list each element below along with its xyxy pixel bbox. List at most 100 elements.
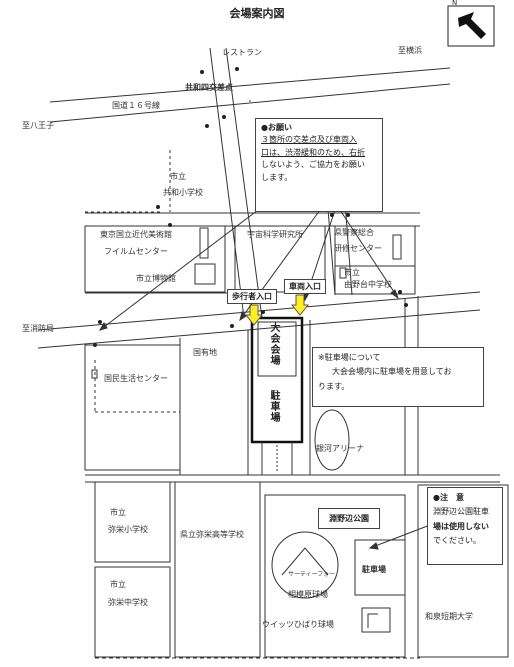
stadium-diamond — [281, 547, 329, 576]
signal-dot — [346, 213, 350, 217]
signal-dot — [398, 290, 402, 294]
label-to-hachioji: 至八王子 — [22, 121, 54, 130]
request-line-2: 口は、渋滞緩和のため、右折 — [261, 147, 365, 157]
park-parking-lot — [354, 539, 406, 596]
signal-dot — [168, 223, 172, 227]
label-route16: 国道１６号線 — [112, 101, 160, 110]
request-arrowhead-1 — [98, 322, 108, 331]
route16-upper-edge — [49, 67, 451, 103]
signal-dot — [205, 124, 209, 128]
label-film-center-2: フイルムセンター — [104, 247, 168, 256]
block-wakou-univ — [417, 484, 509, 658]
label-city-museum: 市立博物館 — [136, 274, 176, 283]
request-arrow-1 — [99, 209, 259, 331]
north-indicator — [447, 5, 495, 47]
label-kyowa-school-2: 共和小学校 — [163, 188, 203, 197]
label-stadium-tag: サーティーフォー — [288, 571, 336, 578]
parking-line-2: 大会会場内に駐車場を用意してお — [332, 367, 452, 377]
label-wakou-univ: 和泉短期大学 — [425, 612, 473, 621]
vehicle-entrance-arrow — [290, 294, 310, 316]
request-heading: ●お願い — [261, 123, 292, 132]
city-museum-building — [194, 263, 216, 285]
label-stadium-name: 相模原球場 — [288, 590, 328, 599]
label-hibari-field: ウイッツひばり球場 — [262, 620, 334, 629]
north-label: N — [452, 0, 458, 7]
label-to-shobo: 至消防局 — [22, 324, 54, 333]
route16-lower-edge — [49, 83, 451, 123]
label-yunodai-1: 市立 — [344, 268, 360, 277]
venue-parking: 駐車場 — [268, 390, 279, 423]
signal-dot — [222, 115, 226, 119]
parking-line-1: ※駐車場について — [318, 353, 381, 362]
label-yasaka-jh-2: 弥栄中学校 — [108, 598, 148, 607]
yunodai-building — [339, 267, 347, 279]
block-yasaka-elementary — [94, 481, 171, 563]
stadium-circle — [271, 531, 339, 599]
label-yasaka-ele-1: 市立 — [110, 508, 126, 517]
caution-notice: ●注 意 淵野辺公園駐車 場は使用しない でください。 — [427, 487, 503, 565]
caution-line-2: 場は使用しない — [433, 521, 489, 531]
shobo-road-upper-edge — [37, 291, 481, 331]
caution-heading: ●注 意 — [433, 493, 464, 502]
label-national-land: 国有地 — [193, 348, 217, 357]
ginga-arena-shape — [314, 409, 350, 471]
block-space-institute — [234, 225, 326, 293]
label-yunodai-2: 由野台中学校 — [344, 280, 392, 289]
block-yasaka-jh — [94, 566, 171, 658]
block-film-center — [84, 225, 226, 293]
label-film-center-1: 東京国立近代美術館 — [100, 230, 172, 239]
label-kyowa-school-1: 市立 — [170, 172, 186, 181]
label-life-center: 国民生活センター — [104, 374, 168, 383]
label-ginga-arena: 銀河アリーナ — [316, 444, 364, 453]
pedestrian-entrance-label: 歩行者入口 — [227, 289, 277, 304]
block-yasaka-high — [174, 481, 261, 658]
vehicle-entrance-label: 車両入口 — [284, 279, 326, 294]
signal-dot — [156, 205, 160, 209]
label-restaurant: レストラン — [222, 48, 262, 57]
hibari-field-marker — [367, 613, 378, 628]
venue-inner-hall — [257, 321, 297, 377]
venue-name: 大会会場 — [268, 322, 279, 366]
signal-dot — [93, 343, 97, 347]
label-yasaka-jh-1: 市立 — [110, 580, 126, 589]
signal-dot — [235, 67, 239, 71]
signal-dot — [261, 310, 265, 314]
signal-dot — [98, 320, 102, 324]
caution-line-3: でください。 — [433, 536, 481, 546]
north-arrow-icon — [458, 12, 486, 39]
parking-notice: ※駐車場について 大会会場内に駐車場を用意してお ります。 — [312, 347, 484, 407]
block-yunodai — [334, 265, 416, 295]
main-road-west-edge — [209, 47, 245, 319]
label-to-yokohama: 至横浜 — [398, 46, 422, 55]
signal-dot — [230, 324, 234, 328]
label-yasaka-high: 県立弥栄高等学校 — [180, 530, 244, 539]
signal-dot — [200, 70, 204, 74]
label-space-museum: 宇宙科学研究所 — [247, 230, 303, 239]
request-arrow-4 — [339, 209, 399, 299]
fuchinobe-park-label: 淵野辺公園 — [318, 508, 380, 529]
signal-dot — [404, 303, 408, 307]
film-center-building — [199, 227, 209, 259]
label-police-2: 研修センター — [334, 244, 382, 253]
signal-dot — [330, 213, 334, 217]
caution-arrowhead — [368, 542, 379, 550]
label-yasaka-ele-2: 弥栄小学校 — [108, 525, 148, 534]
life-center-building — [91, 369, 98, 379]
main-road-east-edge — [225, 47, 263, 319]
hibari-field-small — [361, 607, 391, 633]
request-line-4: します。 — [261, 172, 293, 182]
pedestrian-entrance-arrow — [244, 304, 264, 326]
shobo-road-lower-edge — [37, 309, 481, 349]
request-arrowhead-2 — [239, 311, 247, 322]
parking-line-3: ります。 — [318, 381, 350, 391]
park-parking-label: 駐車場 — [362, 565, 386, 574]
map-title: 会場案内図 — [229, 7, 285, 20]
caution-arrow — [369, 524, 431, 549]
caution-line-1: 淵野辺公園駐車 — [433, 507, 489, 517]
venue-block — [250, 316, 304, 444]
request-notice: ●お願い ３箇所の交差点及び車両入 口は、渋滞緩和のため、右折 しないよう、ご協… — [255, 118, 383, 212]
block-life-center — [84, 344, 181, 471]
label-intersection: 共和四交差点 — [185, 83, 233, 92]
label-police-1: 県警察総合 — [334, 228, 374, 237]
